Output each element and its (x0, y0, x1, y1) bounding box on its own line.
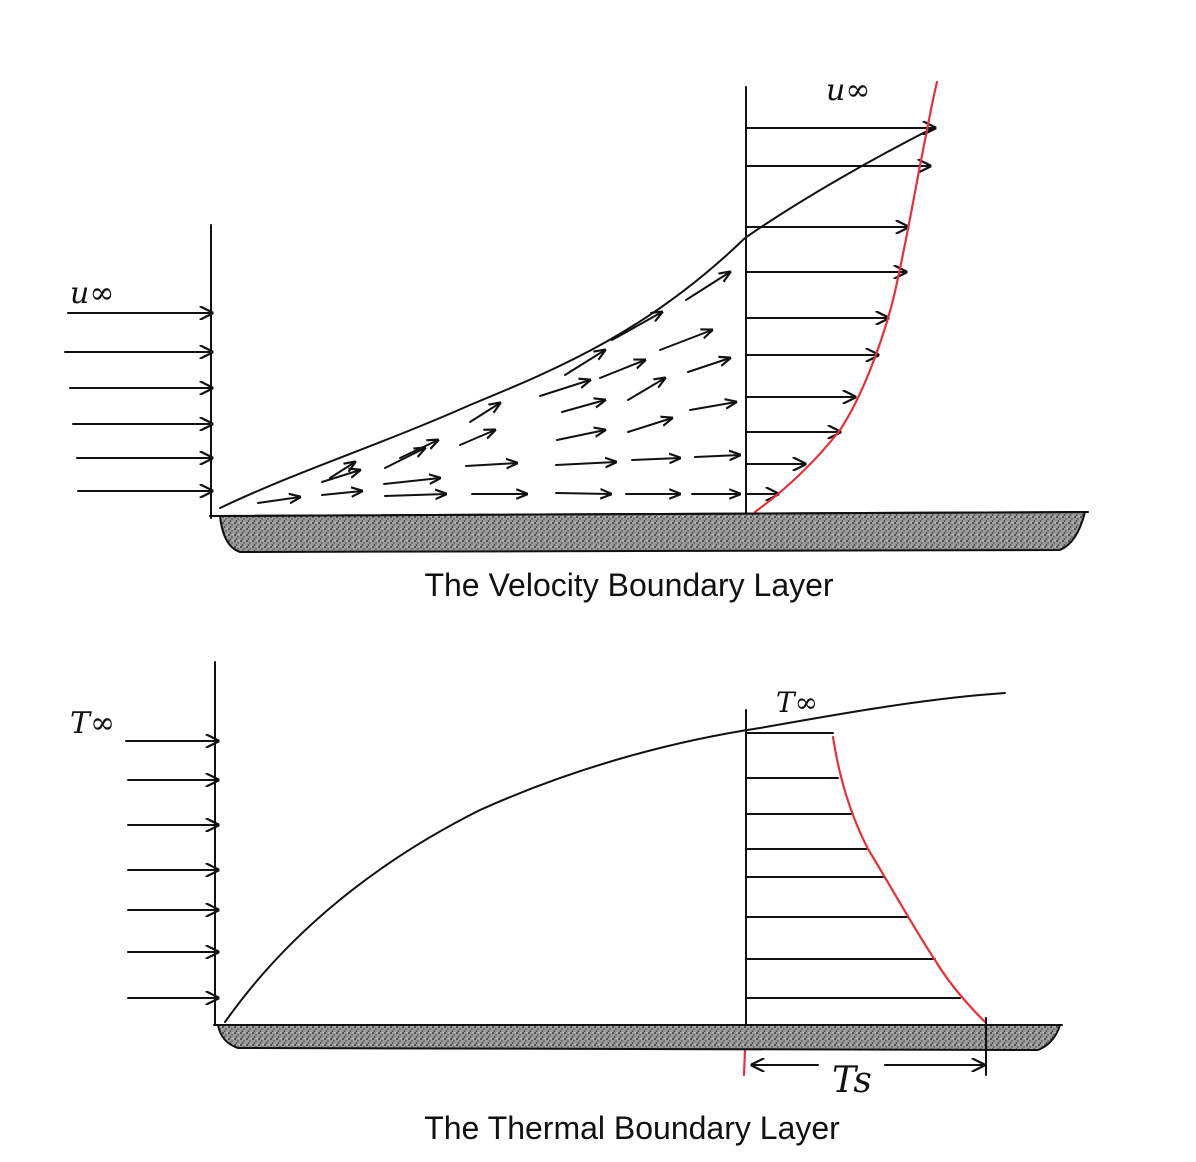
bl-arrow (685, 272, 730, 301)
temperature-profile-lines (745, 732, 961, 999)
bl-arrow (555, 462, 616, 465)
bl-arrow (611, 312, 662, 341)
bl-arrow (469, 403, 500, 423)
bl-arrow (329, 462, 355, 479)
velocity-flat-plate (209, 510, 1089, 554)
thermal-flat-plate (213, 1024, 1063, 1052)
freestream-velocity-label-left: u∞ (70, 276, 114, 311)
velocity-boundary-layer-edge (219, 126, 936, 509)
thermal-boundary-layer-edge (224, 692, 1006, 1023)
bl-arrow (689, 402, 736, 411)
bl-arrow (564, 350, 605, 376)
bl-arrow (384, 448, 425, 469)
bl-arrow (465, 463, 517, 466)
freestream-velocity-label-right: u∞ (826, 73, 870, 108)
bl-arrow (599, 360, 645, 379)
bl-arrow (459, 430, 495, 446)
velocity-caption: The Velocity Boundary Layer (424, 567, 833, 603)
bl-arrow (257, 497, 300, 503)
bl-arrow (627, 418, 672, 433)
temperature-profile-curve (831, 735, 987, 1024)
thermal-panel: T∞ T∞ Ts The Thermal (70, 661, 1063, 1146)
bl-arrow (555, 493, 611, 494)
bl-arrow (384, 494, 446, 496)
velocity-profile-arrows (745, 128, 935, 494)
bl-arrow (399, 440, 438, 459)
thermal-caption: The Thermal Boundary Layer (424, 1110, 840, 1146)
bl-arrow (631, 458, 680, 460)
freestream-temperature-label-right: T∞ (776, 686, 818, 719)
velocity-panel: u∞ (64, 73, 1089, 603)
bl-arrow (561, 400, 605, 413)
boundary-layer-flow-arrows (257, 272, 740, 503)
bl-arrow (659, 330, 712, 351)
bl-arrow (694, 455, 740, 457)
surface-temperature-label: Ts (832, 1060, 872, 1101)
bl-arrow (539, 380, 590, 397)
incoming-flow-arrows (64, 313, 212, 491)
bl-arrow (383, 478, 440, 485)
incoming-temperature-arrows (125, 741, 218, 998)
freestream-temperature-label-left: T∞ (70, 706, 115, 741)
bl-arrow (627, 378, 665, 401)
bl-arrow (556, 430, 605, 441)
bl-arrow (321, 491, 362, 495)
velocity-profile-curve (753, 80, 939, 514)
bl-arrow (687, 358, 730, 373)
